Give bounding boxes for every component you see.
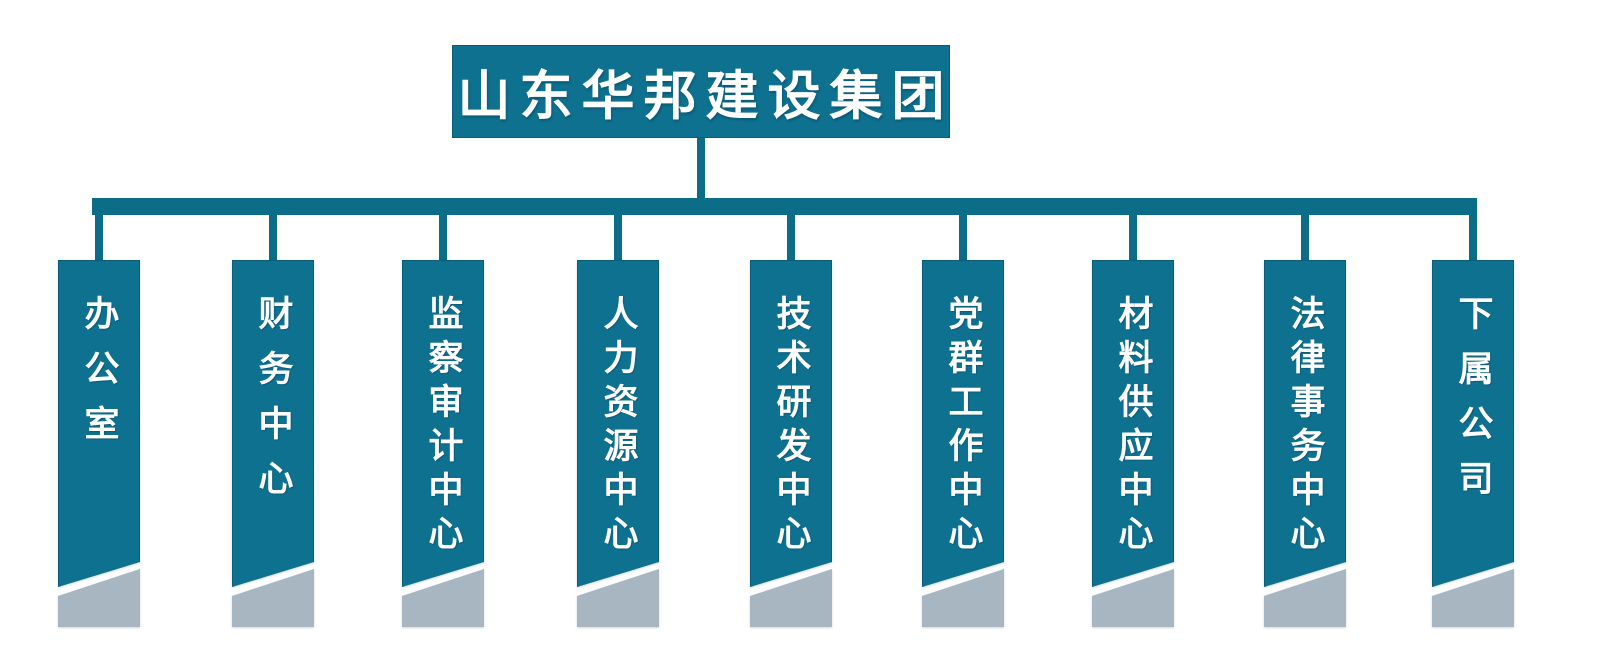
root-title: 山东华邦建设集团 bbox=[457, 66, 954, 126]
branch-connector-line bbox=[1129, 215, 1137, 260]
department-banner: 材料供应中心 bbox=[1092, 260, 1174, 627]
department-banner: 技术研发中心 bbox=[750, 260, 832, 627]
branch-connector-line bbox=[1469, 215, 1477, 260]
banner-body: 党群工作中心 bbox=[922, 260, 1004, 587]
banner-body: 材料供应中心 bbox=[1092, 260, 1174, 587]
department-name: 人力资源中心 bbox=[598, 295, 638, 559]
department-name: 监察审计中心 bbox=[423, 295, 463, 559]
branch-connector-line bbox=[439, 215, 447, 260]
banner-body: 法律事务中心 bbox=[1264, 260, 1346, 587]
department-name: 下属公司 bbox=[1453, 295, 1493, 515]
department-name: 办公室 bbox=[79, 295, 119, 460]
banner-body: 财务中心 bbox=[232, 260, 314, 587]
department-name: 党群工作中心 bbox=[943, 295, 983, 559]
branch-connector-line bbox=[269, 215, 277, 260]
horizontal-connector-bar bbox=[92, 198, 1477, 215]
root-node: 山东华邦建设集团 bbox=[452, 45, 950, 138]
branch-connector-line bbox=[95, 215, 103, 260]
banner-body: 技术研发中心 bbox=[750, 260, 832, 587]
department-banner: 人力资源中心 bbox=[577, 260, 659, 627]
banner-body: 监察审计中心 bbox=[402, 260, 484, 587]
department-banner: 党群工作中心 bbox=[922, 260, 1004, 627]
department-name: 财务中心 bbox=[253, 295, 293, 515]
branch-connector-line bbox=[787, 215, 795, 260]
department-name: 技术研发中心 bbox=[771, 295, 811, 559]
department-banner: 法律事务中心 bbox=[1264, 260, 1346, 627]
banner-body: 人力资源中心 bbox=[577, 260, 659, 587]
department-banner: 下属公司 bbox=[1432, 260, 1514, 627]
branch-connector-line bbox=[1301, 215, 1309, 260]
department-name: 材料供应中心 bbox=[1113, 295, 1153, 559]
department-banner: 财务中心 bbox=[232, 260, 314, 627]
banner-body: 办公室 bbox=[58, 260, 140, 587]
department-banner: 办公室 bbox=[58, 260, 140, 627]
branch-connector-line bbox=[614, 215, 622, 260]
branch-connector-line bbox=[959, 215, 967, 260]
department-name: 法律事务中心 bbox=[1285, 295, 1325, 559]
department-banner: 监察审计中心 bbox=[402, 260, 484, 627]
root-stem-connector bbox=[697, 138, 705, 198]
banner-body: 下属公司 bbox=[1432, 260, 1514, 587]
